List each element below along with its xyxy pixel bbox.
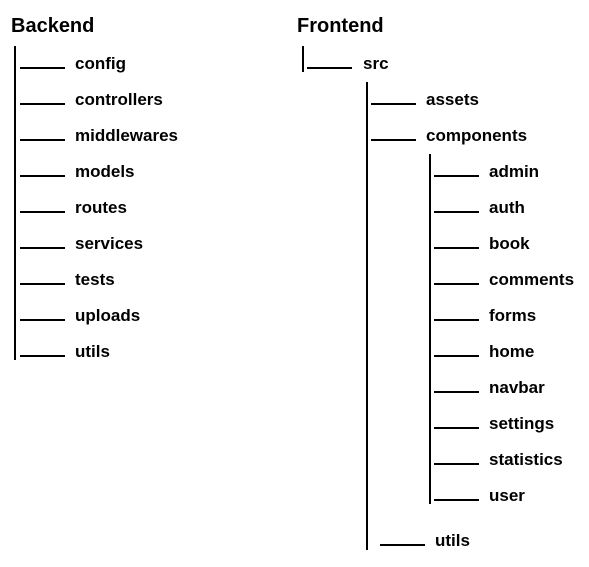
component-folder-label: auth [489,198,525,217]
component-folder-label: forms [489,306,537,325]
component-folder-connector [434,283,479,285]
backend-title: Backend [11,15,95,37]
backend-folder-label: tests [75,270,115,289]
component-folder-connector [434,211,479,213]
component-folder-label: user [489,486,525,505]
component-folder-connector [434,463,479,465]
component-folder-label: admin [489,162,540,181]
backend-folder-connector [20,247,65,249]
backend-folder-connector [20,103,65,105]
frontend-title: Frontend [297,15,384,37]
backend-folder-label: models [75,162,135,181]
backend-folder-label: routes [75,198,127,217]
src-folder-label: components [426,126,528,145]
component-folder-label: comments [489,270,575,289]
component-folder-connector [434,247,479,249]
backend-folder-connector [20,175,65,177]
component-folder-connector [434,427,479,429]
backend-folder-label: middlewares [75,126,178,145]
src-folder-label: assets [426,90,479,109]
backend-folder-connector [20,283,65,285]
backend-folder-connector [20,139,65,141]
backend-folder-label: utils [75,342,110,361]
component-folder-label: settings [489,414,555,433]
src-connector [307,67,352,69]
frontend-trunk-line [302,46,304,72]
frontend-utils-label: utils [435,531,470,550]
backend-folder-connector [20,67,65,69]
src-children-line [366,82,368,550]
component-folder-connector [434,355,479,357]
component-folder-connector [434,391,479,393]
component-folder-connector [434,319,479,321]
component-folder-connector [434,175,479,177]
backend-folder-label: uploads [75,306,141,325]
backend-folder-label: controllers [75,90,163,109]
backend-folder-label: services [75,234,144,253]
component-folder-label: home [489,342,535,361]
components-children-line [429,154,431,504]
src-folder-connector [371,139,416,141]
component-folder-label: navbar [489,378,545,397]
frontend-utils-connector [380,544,425,546]
backend-folder-connector [20,211,65,213]
backend-folder-connector [20,319,65,321]
component-folder-connector [434,499,479,501]
src-folder-label: src [363,54,389,73]
component-folder-label: statistics [489,450,563,469]
backend-trunk-line [14,46,16,360]
backend-folder-connector [20,355,65,357]
component-folder-label: book [489,234,530,253]
src-folder-connector [371,103,416,105]
backend-folder-label: config [75,54,126,73]
